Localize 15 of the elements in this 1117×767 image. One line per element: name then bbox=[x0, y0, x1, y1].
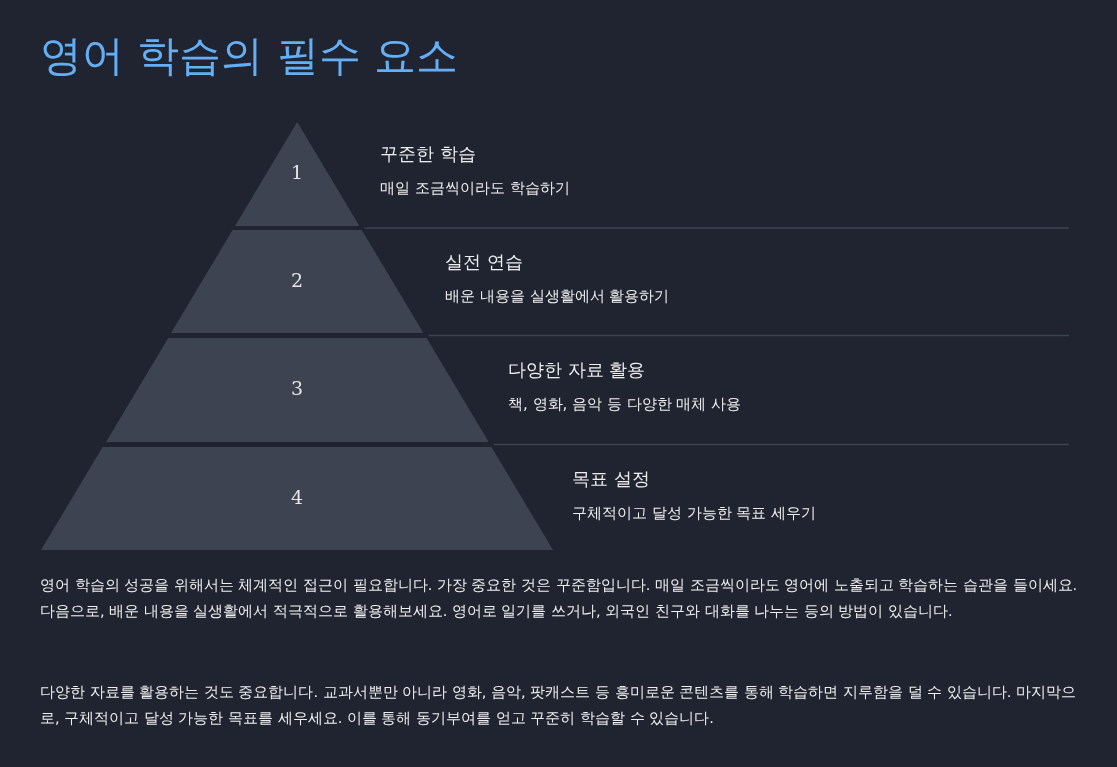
title: 영어 학습의 필수 요소 bbox=[40, 30, 459, 82]
level-heading: 목표 설정 bbox=[572, 467, 650, 491]
level-description: 매일 조금씩이라도 학습하기 bbox=[380, 179, 570, 198]
level-heading: 꾸준한 학습 bbox=[380, 142, 476, 166]
level-number: 3 bbox=[289, 377, 305, 399]
level-number: 2 bbox=[289, 268, 305, 291]
body-paragraph: 다양한 자료를 활용하는 것도 중요합니다. 교과서뿐만 아니라 영화, 음악, 팟캐스트 등 흥미로운 콘텐츠를 통해 학습하면 지루함을 덜 수 있습니다. 마지막으로, 구체적이고 달성 가능한 목표를 세우세요. 이를 통해 동기부여를 얻고 꾸준히 학습할 수 있습니다. bbox=[40, 683, 1077, 728]
level-description: 배운 내용을 실생활에서 활용하기 bbox=[445, 287, 670, 306]
level-number: 4 bbox=[289, 485, 305, 508]
level-description: 구체적이고 달성 가능한 목표 세우기 bbox=[572, 504, 817, 523]
body-paragraph: 영어 학습의 성공을 위해서는 체계적인 접근이 필요합니다. 가장 중요한 것은 꾸준함입니다. 매일 조금씩이라도 영어에 노출되고 학습하는 습관을 들이세요. 다음으로, 배운 내용을 실생활에서 적극적으로 활용해보세요. 영어로 일기를 쓰거나, 외국인 친구와 대화를 나누는 등의 방법이 있습니다. bbox=[40, 576, 1079, 621]
level-description: 책, 영화, 음악 등 다양한 매체 사용 bbox=[508, 395, 742, 414]
level-heading: 다양한 자료 활용 bbox=[508, 358, 646, 382]
level-heading: 실전 연습 bbox=[445, 250, 523, 274]
level-number: 1 bbox=[289, 161, 305, 183]
